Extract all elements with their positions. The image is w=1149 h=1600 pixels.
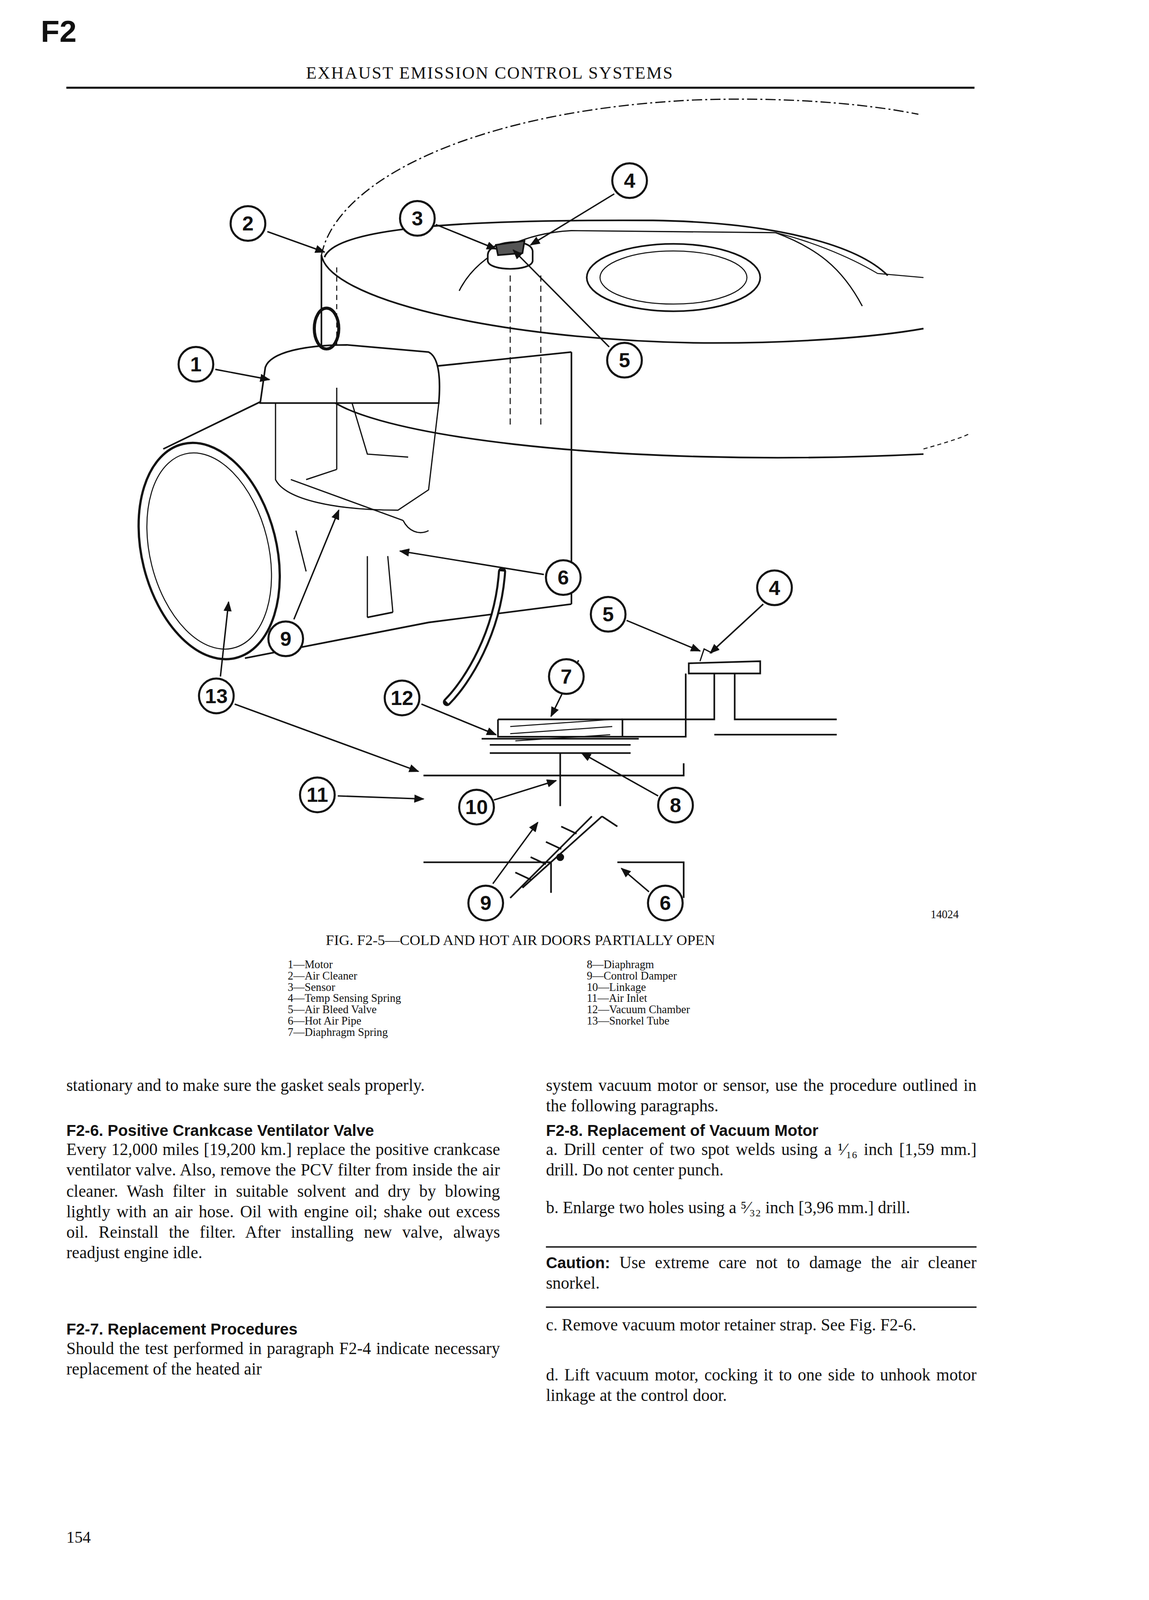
callout-circle: 1 xyxy=(177,345,215,383)
callout-number: 11 xyxy=(306,784,328,805)
body-text: c. Remove vacuum motor retainer strap. S… xyxy=(545,1315,977,1337)
legend-item: 9—Control Damper xyxy=(586,970,677,982)
callout-number: 7 xyxy=(560,666,573,687)
body-text: Use extreme care not to damage the air c… xyxy=(545,1253,977,1294)
callout-circle: 13 xyxy=(198,677,235,715)
figure-number: 14024 xyxy=(930,908,960,921)
callout-number: 2 xyxy=(242,213,254,234)
body-text: Every 12,000 miles [19,200 km.] replace … xyxy=(66,1139,500,1264)
callout-circle: 10 xyxy=(458,788,495,826)
callout-circle: 12 xyxy=(383,679,421,717)
section-heading: F2-6. Positive Crankcase Ventilator Valv… xyxy=(66,1120,500,1141)
callout-circle: 2 xyxy=(229,204,267,242)
section-badge: F2 xyxy=(40,14,77,49)
body-text: d. Lift vacuum motor, cocking it to one … xyxy=(545,1365,977,1407)
legend-item: 13—Snorkel Tube xyxy=(586,1015,670,1027)
legend-item: 5—Air Bleed Valve xyxy=(287,1004,377,1015)
body-text: system vacuum motor or sensor, use the p… xyxy=(545,1075,977,1117)
caution-label: Caution: xyxy=(545,1253,610,1272)
callout-number: 9 xyxy=(279,628,292,650)
callout-circle: 5 xyxy=(589,595,627,633)
callout-circle: 4 xyxy=(756,569,794,607)
legend-item: 12—Vacuum Chamber xyxy=(586,1004,690,1015)
legend-item: 2—Air Cleaner xyxy=(287,970,358,982)
callout-number: 6 xyxy=(557,567,570,588)
callout-circle: 3 xyxy=(399,199,436,237)
caution-note: Caution: Use extreme care not to damage … xyxy=(545,1253,977,1295)
callout-number: 6 xyxy=(659,892,671,914)
section-heading: F2-8. Replacement of Vacuum Motor xyxy=(545,1120,977,1141)
legend-item: 11—Air Inlet xyxy=(586,992,648,1004)
running-header: EXHAUST EMISSION CONTROL SYSTEMS xyxy=(163,63,817,84)
callout-number: 1 xyxy=(190,354,202,375)
legend-item: 4—Temp Sensing Spring xyxy=(287,992,401,1004)
legend-item: 6—Hot Air Pipe xyxy=(287,1015,362,1027)
callout-circle: 8 xyxy=(657,786,695,824)
callout-number: 12 xyxy=(390,687,414,709)
legend-item: 8—Diaphragm xyxy=(586,959,655,970)
legend-item: 1—Motor xyxy=(287,959,333,970)
body-text: Should the test performed in paragraph F… xyxy=(66,1338,500,1380)
callout-circle: 7 xyxy=(548,658,585,695)
callout-number: 10 xyxy=(464,796,488,818)
figure-caption: FIG. F2-5—COLD AND HOT AIR DOORS PARTIAL… xyxy=(183,931,858,950)
callout-circle: 6 xyxy=(646,884,684,922)
legend-item: 7—Diaphragm Spring xyxy=(287,1026,388,1038)
legend-item: 3—Sensor xyxy=(287,981,335,993)
section-heading: F2-7. Replacement Procedures xyxy=(66,1319,500,1340)
body-text: b. Enlarge two holes using a ⁵⁄₃₂ inch [… xyxy=(545,1198,977,1219)
body-text: a. Drill center of two spot welds using … xyxy=(545,1139,977,1182)
callout-number: 3 xyxy=(411,208,424,229)
callout-circle: 9 xyxy=(467,884,505,922)
callout-circle: 11 xyxy=(299,776,336,814)
callout-circle: 4 xyxy=(611,162,649,200)
callout-number: 4 xyxy=(624,170,636,191)
callout-number: 4 xyxy=(769,577,781,599)
callout-circle: 6 xyxy=(544,559,582,596)
page-number: 154 xyxy=(66,1528,91,1547)
callout-number: 9 xyxy=(479,892,492,914)
callout-circle: 5 xyxy=(606,341,644,379)
callout-number: 13 xyxy=(204,685,228,707)
callout-number: 5 xyxy=(619,349,631,371)
legend-item: 10—Linkage xyxy=(586,981,646,993)
body-text: stationary and to make sure the gasket s… xyxy=(66,1075,500,1097)
callout-number: 5 xyxy=(602,604,615,625)
callout-number: 8 xyxy=(669,794,682,816)
callout-circle: 9 xyxy=(267,620,305,658)
